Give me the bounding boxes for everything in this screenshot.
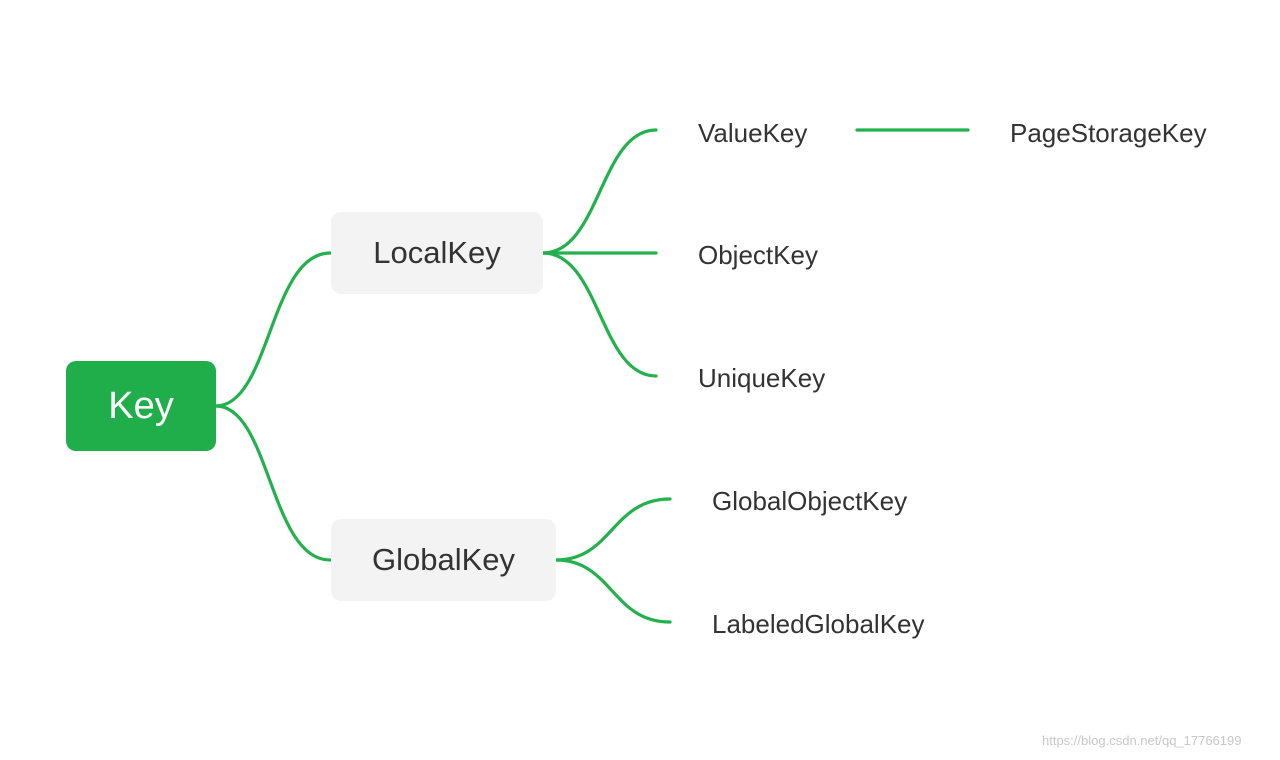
node-key: Key [66, 361, 216, 451]
connector-globalkey-labeledglobalkey [554, 558, 672, 624]
node-globalkey-label: GlobalKey [371, 542, 516, 577]
connector-key-globalkey [214, 404, 332, 562]
leaf-pagestoragekey: PageStorageKey [1010, 118, 1207, 148]
node-localkey-label: LocalKey [373, 235, 501, 270]
leaf-globalobjectkey: GlobalObjectKey [712, 486, 908, 516]
leaf-valuekey: ValueKey [698, 118, 808, 148]
connector-key-localkey [214, 251, 332, 408]
node-key-label: Key [108, 384, 174, 427]
leaf-uniquekey: UniqueKey [698, 363, 826, 393]
connector-localkey-valuekey [541, 128, 658, 255]
node-localkey: LocalKey [331, 212, 543, 294]
leaf-objectkey: ObjectKey [698, 240, 818, 270]
node-globalkey: GlobalKey [331, 519, 556, 601]
connector-localkey-uniquekey [541, 251, 658, 378]
leaf-labeledglobalkey: LabeledGlobalKey [712, 609, 925, 639]
connector-globalkey-globalobjectkey [554, 497, 672, 562]
watermark-text: https://blog.csdn.net/qq_17766199 [1042, 733, 1242, 748]
